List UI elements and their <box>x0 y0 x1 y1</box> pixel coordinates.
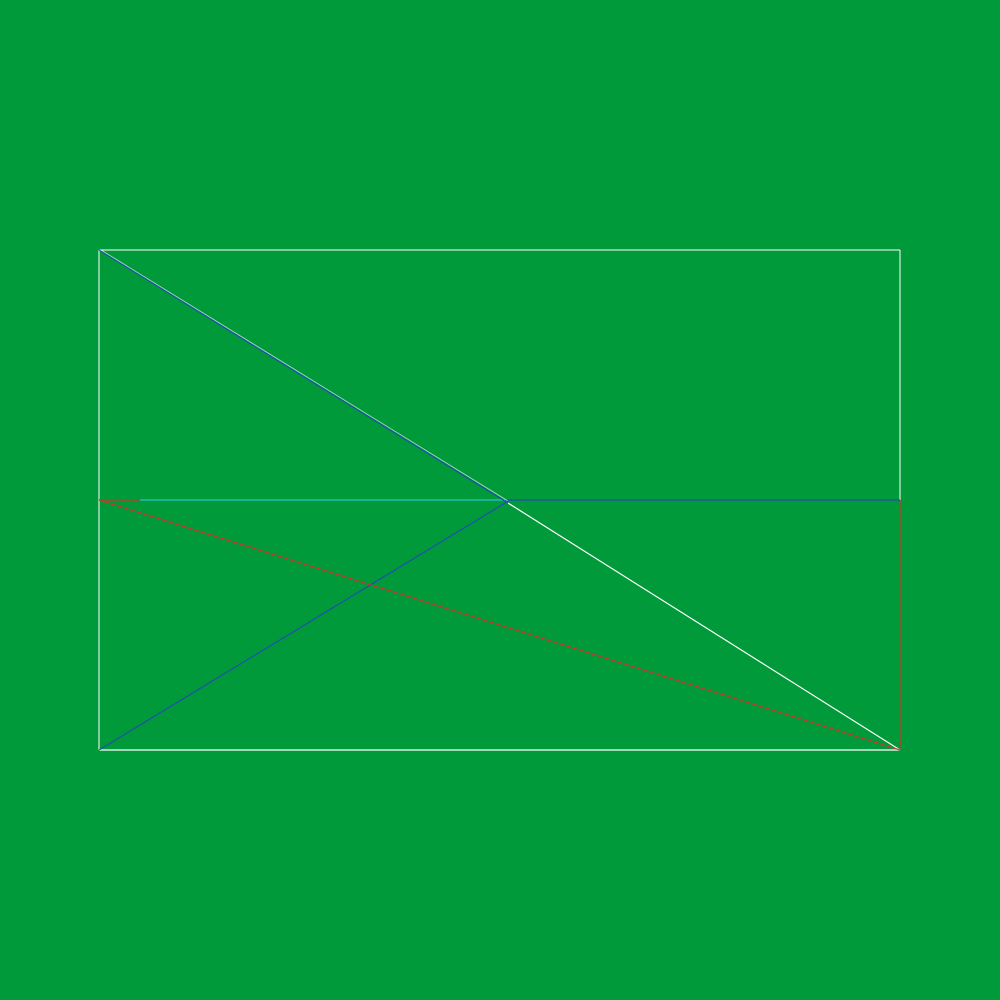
red-line-left-mid-to-bottom-right <box>98 499 901 751</box>
diagonal-lower-white <box>507 502 901 751</box>
blue-line-bottom-left-to-center <box>98 499 511 751</box>
diagonal-upper-blue <box>98 249 509 504</box>
diagonal-upper-white <box>100 249 509 502</box>
